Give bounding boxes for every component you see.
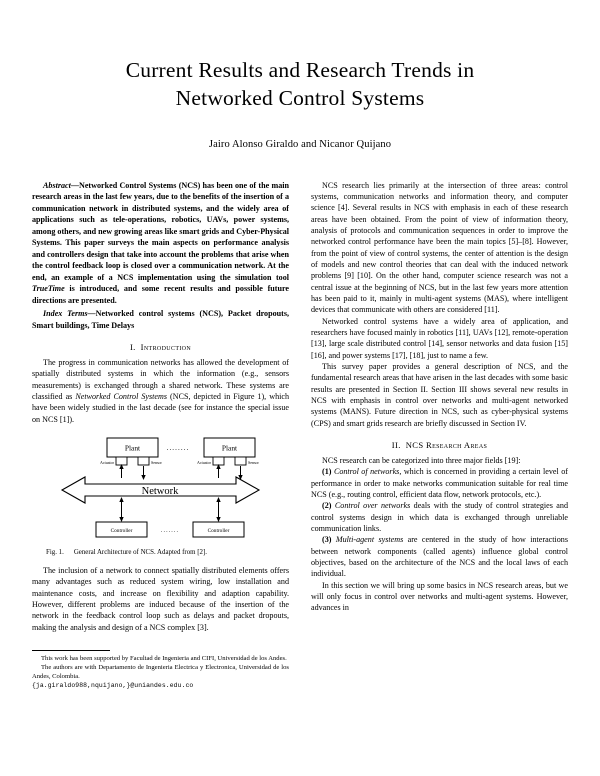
footnote-email: {ja.giraldo988,nquijano,}@uniandes.edu.c… [32,681,194,689]
footnote-funding: This work has been supported by Facultad… [41,654,287,662]
right-paragraph-3: This survey paper provides a general des… [311,362,568,428]
intro-paragraph-2: The inclusion of a network to connect sp… [32,566,289,632]
sensor-right-arrowhead [238,475,243,481]
actuator-right-label: Actuator [197,460,212,465]
section2-numeral: II. [391,439,401,450]
actuator-right-box [212,456,225,466]
intro-p1-part-a: The progress in communication networks h… [32,358,289,402]
actuator-left-label: Actuator [100,460,115,465]
controller-right-arrowhead-up [216,497,221,503]
research-item-1-term: Control of networks [333,467,400,477]
controller-left-label: Controller [111,528,133,534]
research-item-3-text: are centered in the study of how interac… [311,535,568,579]
index-terms-label: Index Terms— [43,309,96,319]
plant-left-label: Plant [125,444,141,453]
ncs-architecture-svg: Plant Actuator Sensor ........ [60,437,261,538]
plant-left-box [106,437,159,458]
actuator-right-arrowhead [216,464,221,470]
controller-left-arrowhead-up [119,497,124,503]
sensor-left-box [137,456,150,466]
sensor-left-label: Sensor [151,460,163,465]
controller-right-box [192,521,245,538]
figure-1-caption: Fig. 1. General Architecture of NCS. Adap… [32,549,289,556]
right-paragraph-2: Networked control systems have a widely … [311,316,568,360]
footnote-affiliation: The authors are with Departamento de Ing… [32,663,289,680]
section-heading-research-areas: II. NCS Research Areas [311,440,568,450]
controller-ellipsis: ....... [161,528,179,534]
plant-right-label: Plant [222,444,238,453]
network-band [60,476,261,504]
title-line-1: Current Results and Research Trends in [125,58,475,82]
right-paragraph-1: NCS research lies primarily at the inter… [311,180,568,315]
abstract-tool-name: TrueTime [32,284,65,294]
figure-1-caption-label: Fig. 1. [46,549,64,557]
research-item-1: (1) Control of networks, which is concer… [311,466,568,500]
footnote-area: This work has been supported by Facultad… [32,645,289,691]
network-label: Network [142,486,179,497]
right-paragraph-5: In this section we will bring up some ba… [311,580,568,613]
abstract-label: Abstract— [43,180,79,190]
plant-ellipsis: ........ [167,444,190,452]
plant-right-box [203,437,256,458]
section-numeral: I. [129,342,136,353]
author-list: Jairo Alonso Giraldo and Nicanor Quijano [208,138,392,150]
research-item-3-number: (3) [322,535,332,545]
sensor-left-arrowhead [141,475,146,481]
research-item-2-term: Control over networks [334,501,411,511]
abstract-tail: is introduced, and some recent results a… [32,284,289,305]
intro-p1-part-b: (NCS, depicted in Figure 1), which have … [32,392,290,424]
sensor-right-box [234,456,247,466]
intro-p1-italic-term: Networked Control Systems [75,392,167,402]
controller-left-box [95,521,148,538]
section-heading-introduction: I. Introduction [32,342,289,352]
research-item-2: (2) Control over networks deals with the… [311,500,568,534]
title-line-2: Networked Control Systems [175,86,425,111]
figure-1-diagram: Plant Actuator Sensor ........ [32,434,289,542]
figure-1-caption-text: General Architecture of NCS. Adapted fro… [73,549,207,557]
controller-right-label: Controller [208,528,230,534]
research-item-1-text: , which is concerned in providing a cert… [311,467,569,499]
section2-title: NCS Research Areas [405,439,488,450]
figure-1: Plant Actuator Sensor ........ [32,434,289,556]
sensor-right-label: Sensor [248,460,260,465]
page-title: Current Results and Research Trends in N… [50,56,550,113]
controller-right-arrowhead-down [216,517,221,523]
left-column: Abstract—Networked Control Systems (NCS)… [32,180,289,691]
research-item-3: (3) Multi-agent systems are centered in … [311,534,568,579]
body-columns: Abstract—Networked Control Systems (NCS)… [32,180,568,691]
actuator-left-arrowhead [119,464,124,470]
section-title: Introduction [140,342,192,353]
controller-left-arrowhead-down [119,517,124,523]
abstract-body: Networked Control Systems (NCS) has been… [32,180,289,282]
right-paragraph-4: NCS research can be categorized into thr… [322,455,521,465]
index-terms-body: Networked control systems (NCS), Packet … [32,309,290,330]
actuator-left-box [115,456,128,466]
research-item-2-text: deals with the study of control strategi… [311,501,568,533]
intro-paragraph-1: The progress in communication networks h… [32,357,289,425]
index-terms-paragraph: Index Terms—Networked control systems (N… [32,308,289,331]
abstract-paragraph: Abstract—Networked Control Systems (NCS)… [32,180,289,306]
footnote-rule [32,649,110,651]
research-item-2-number: (2) [322,501,332,511]
research-item-3-term: Multi-agent systems [335,535,404,545]
research-item-1-number: (1) [322,467,332,477]
right-column: NCS research lies primarily at the inter… [311,180,568,691]
